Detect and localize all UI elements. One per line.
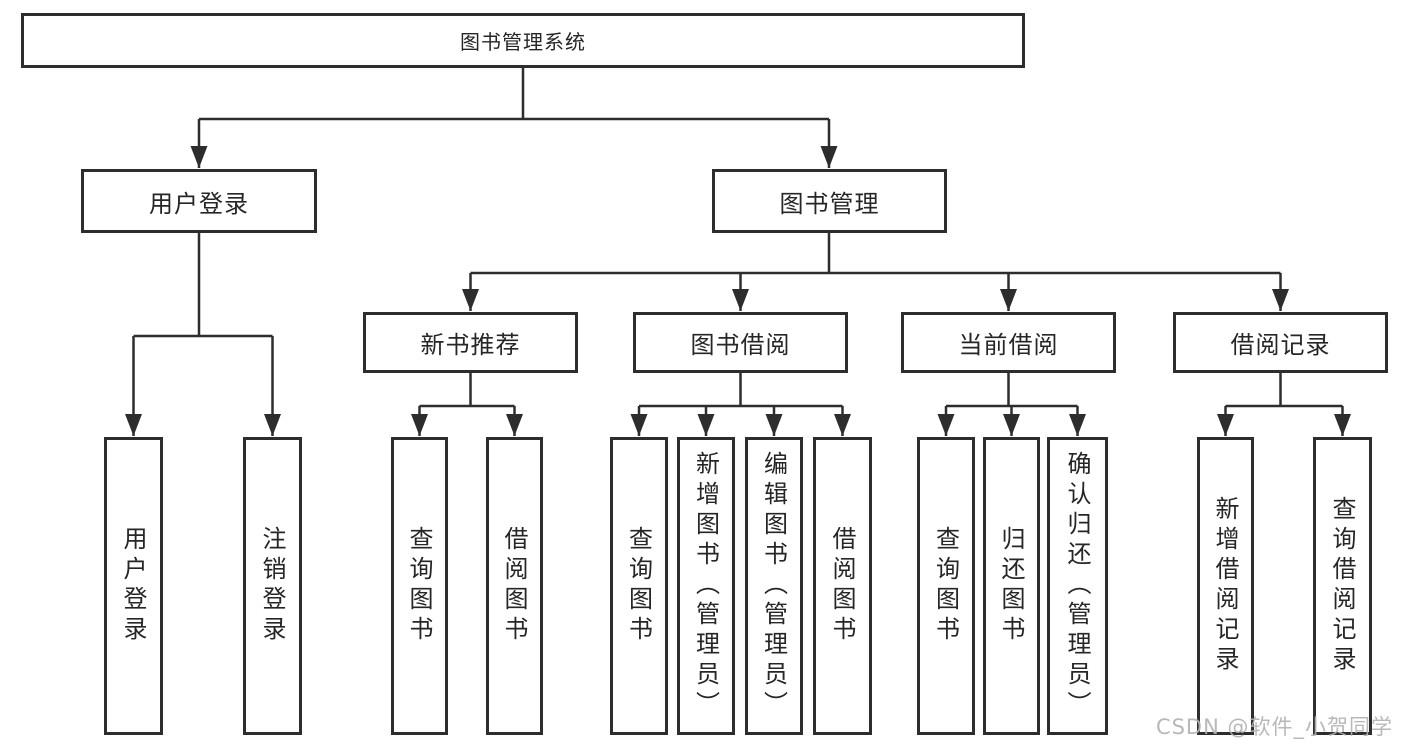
leaf-query-books-borrow: 查询图书 [610,437,668,735]
leaf-logout: 注销登录 [243,437,302,735]
node-borrow-records: 借阅记录 [1173,312,1388,373]
node-book-management: 图书管理 [712,169,947,233]
connector-lines [133,68,1343,408]
leaf-borrow-books: 借阅图书 [813,437,872,735]
node-user-login: 用户登录 [81,169,317,233]
leaf-query-books-current: 查询图书 [917,437,975,735]
leaf-borrow-books-recommend: 借阅图书 [486,437,543,735]
leaf-query-borrow-record: 查询借阅记录 [1313,437,1372,735]
node-book-borrow: 图书借阅 [633,312,848,373]
leaf-user-login: 用户登录 [104,437,163,735]
connector-arrows [125,119,1351,436]
leaf-confirm-return-admin: 确认归还（管理员） [1047,437,1108,735]
leaf-return-book: 归还图书 [983,437,1040,735]
node-new-book-recommend: 新书推荐 [363,312,578,373]
leaf-query-books-recommend: 查询图书 [391,437,448,735]
node-current-borrow: 当前借阅 [901,312,1116,373]
leaf-edit-book-admin: 编辑图书（管理员） [745,437,803,735]
node-library-management-system: 图书管理系统 [21,13,1025,68]
leaf-add-book-admin: 新增图书（管理员） [677,437,735,735]
leaf-add-borrow-record: 新增借阅记录 [1197,437,1254,735]
csdn-watermark: CSDN @软件_小贺同学 [1155,715,1393,739]
